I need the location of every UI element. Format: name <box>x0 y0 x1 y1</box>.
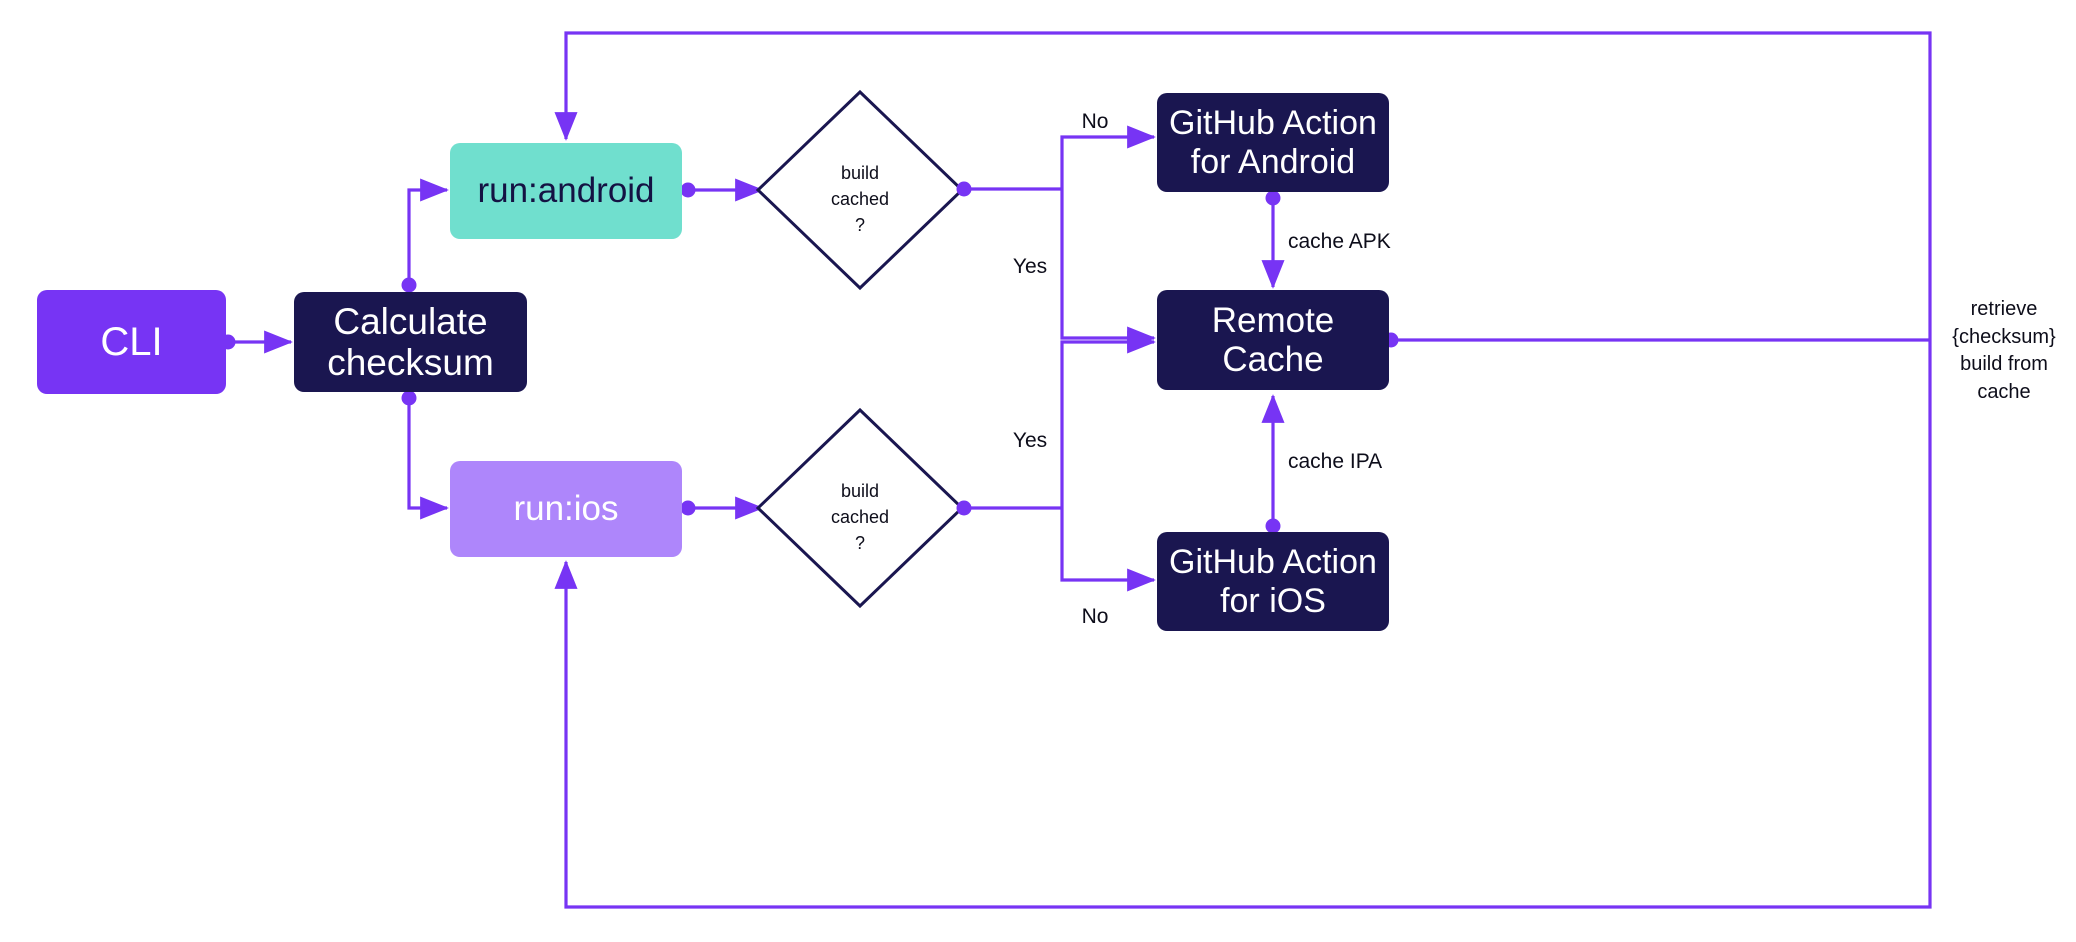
edge-checksum-to-run-ios <box>407 398 449 520</box>
decision-diamond-ios <box>755 407 965 609</box>
decision-diamond-android <box>755 89 965 291</box>
edge-label-no-ios: No <box>1081 605 1109 628</box>
node-github-action-android[interactable]: GitHub Action for Android <box>1157 93 1389 192</box>
node-github-action-ios[interactable]: GitHub Action for iOS <box>1157 532 1389 631</box>
decision-android-label: build cached ? <box>830 163 890 236</box>
edge-dot <box>1265 190 1281 206</box>
edge-dot <box>1265 518 1281 534</box>
edge-decision-ios-yes <box>1060 330 1156 508</box>
edge-checksum-to-run-android <box>407 178 449 285</box>
edge-label-retrieve-from-cache: retrieve {checksum} build from cache <box>1952 298 2056 403</box>
edge-dot <box>401 277 417 293</box>
node-cli[interactable]: CLI <box>37 290 226 394</box>
node-github-action-android-label: GitHub Action for Android <box>1169 104 1377 181</box>
node-run-ios-label: run:ios <box>513 489 619 529</box>
edge-label-yes-android: Yes <box>1012 255 1048 278</box>
edge-label-cache-apk: cache APK <box>1288 230 1391 253</box>
edge-decision-android-yes <box>1060 189 1156 350</box>
edge-label-yes-ios: Yes <box>1012 429 1048 452</box>
edge-decision-android-no <box>1060 125 1156 189</box>
edge-label-no-android: No <box>1081 110 1109 133</box>
decision-ios-label: build cached ? <box>830 481 890 554</box>
edge-dot <box>956 500 972 516</box>
edge-dot <box>680 500 696 516</box>
edge-dot <box>956 181 972 197</box>
node-calculate-checksum-label: Calculate checksum <box>327 300 494 383</box>
edge-label-cache-ipa: cache IPA <box>1288 450 1383 473</box>
edge-dot <box>680 182 696 198</box>
edge-return-to-run-ios <box>554 340 1932 909</box>
node-github-action-ios-label: GitHub Action for iOS <box>1169 543 1377 620</box>
node-cli-label: CLI <box>100 319 163 364</box>
node-run-ios[interactable]: run:ios <box>450 461 682 557</box>
edge-decision-ios-no <box>1060 508 1156 592</box>
edge-dot <box>401 390 417 406</box>
node-run-android[interactable]: run:android <box>450 143 682 239</box>
node-run-android-label: run:android <box>477 171 655 211</box>
node-calculate-checksum[interactable]: Calculate checksum <box>294 292 527 392</box>
node-remote-cache-label: Remote Cache <box>1211 300 1335 379</box>
node-remote-cache[interactable]: Remote Cache <box>1157 290 1389 390</box>
edge-return-to-run-android <box>554 31 1932 340</box>
